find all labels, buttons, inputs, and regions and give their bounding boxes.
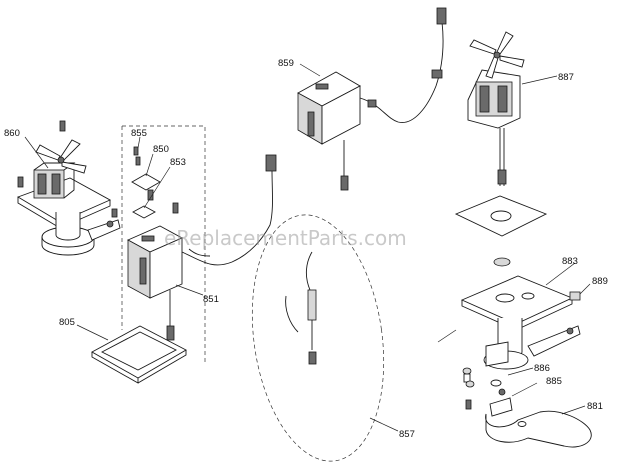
part-label-886: 886	[534, 363, 550, 374]
control-box-859	[297, 7, 447, 191]
drip-tray-805	[91, 325, 187, 384]
part-label-883: 883	[562, 256, 578, 267]
part-label-881: 881	[587, 401, 603, 412]
part-label-851: 851	[203, 294, 219, 305]
part-label-857: 857	[399, 429, 415, 440]
part-label-850: 850	[153, 144, 169, 155]
hardware-stack-855-850	[111, 125, 206, 362]
part-label-853: 853	[170, 157, 186, 168]
part-label-805: 805	[59, 317, 75, 328]
gasket-plate	[454, 195, 548, 237]
part-label-885: 885	[546, 376, 562, 387]
control-box-851	[126, 154, 277, 341]
optional-sensor-group-857	[251, 214, 385, 462]
part-label-889: 889	[592, 276, 608, 287]
watermark-text: eReplacementParts.com	[164, 226, 407, 250]
base-assembly-883	[460, 257, 581, 370]
fan-motor-assembly-left	[16, 120, 121, 256]
small-parts-886-885-881	[462, 367, 592, 448]
leader-lines	[24, 63, 591, 432]
part-label-859: 859	[278, 58, 294, 69]
part-label-887: 887	[558, 72, 574, 83]
part-label-860: 860	[4, 128, 20, 139]
part-label-855: 855	[131, 128, 147, 139]
fan-motor-887	[467, 31, 525, 186]
